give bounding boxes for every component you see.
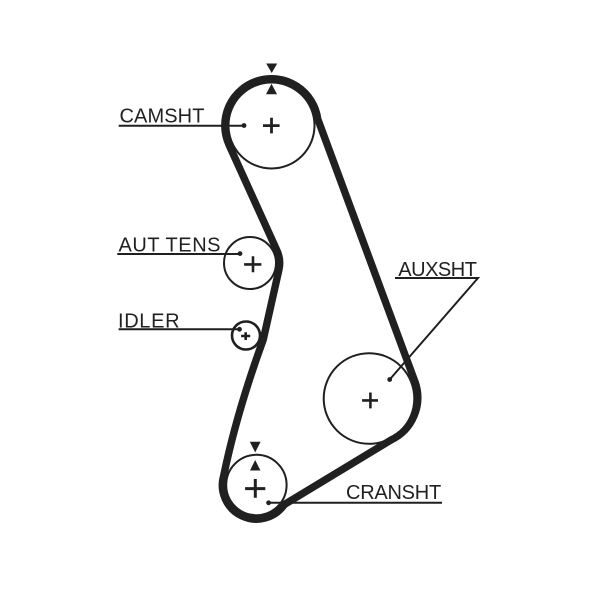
svg-text:CAMSHT: CAMSHT [120,105,205,127]
svg-text:CRANSHT: CRANSHT [346,482,441,504]
svg-text:IDLER: IDLER [118,311,180,333]
svg-text:AUT TENS: AUT TENS [119,234,222,256]
svg-text:AUXSHT: AUXSHT [398,259,476,281]
